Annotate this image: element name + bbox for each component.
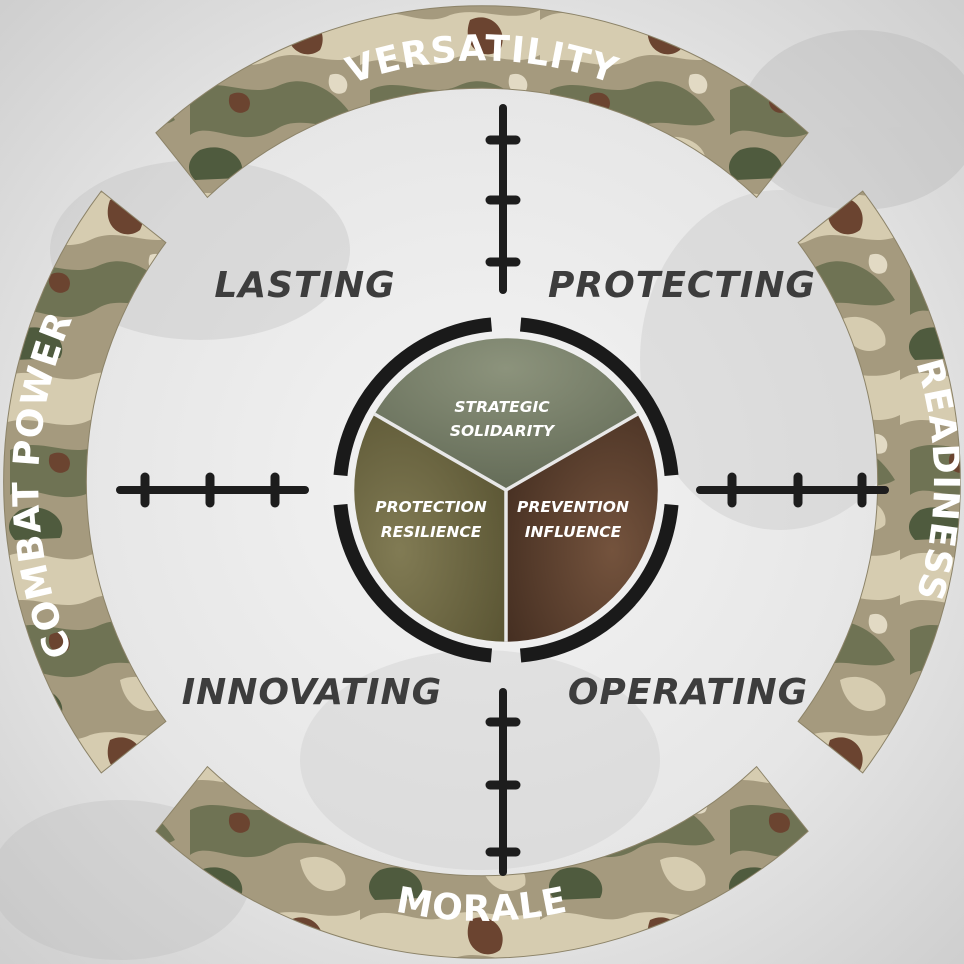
core-label-prevention: PREVENTION (517, 498, 629, 516)
ring-segment-right (797, 190, 961, 774)
core-label-strategic: STRATEGIC (454, 398, 550, 416)
core-label-solidarity: SOLIDARITY (450, 422, 556, 440)
quadrant-label-innovating: INNOVATING (182, 672, 442, 713)
sector-protection-resilience (354, 414, 506, 642)
core-label-resilience: RESILIENCE (381, 523, 482, 541)
quadrant-label-operating: OPERATING (568, 672, 808, 713)
quadrant-label-protecting: PROTECTING (548, 265, 816, 306)
crosshair (116, 104, 889, 876)
core-label-protection: PROTECTION (375, 498, 487, 516)
outer-ring (3, 5, 961, 959)
ring-segment-left (3, 190, 167, 774)
core-label-influence: INFLUENCE (525, 523, 622, 541)
quadrant-label-lasting: LASTING (214, 265, 395, 306)
core-sectors (354, 338, 658, 642)
sector-strategic-solidarity (374, 338, 638, 490)
sector-prevention-influence (506, 414, 658, 642)
ring-segment-top (155, 5, 809, 199)
inner-ring (333, 317, 679, 663)
ring-segment-bottom (155, 765, 809, 959)
